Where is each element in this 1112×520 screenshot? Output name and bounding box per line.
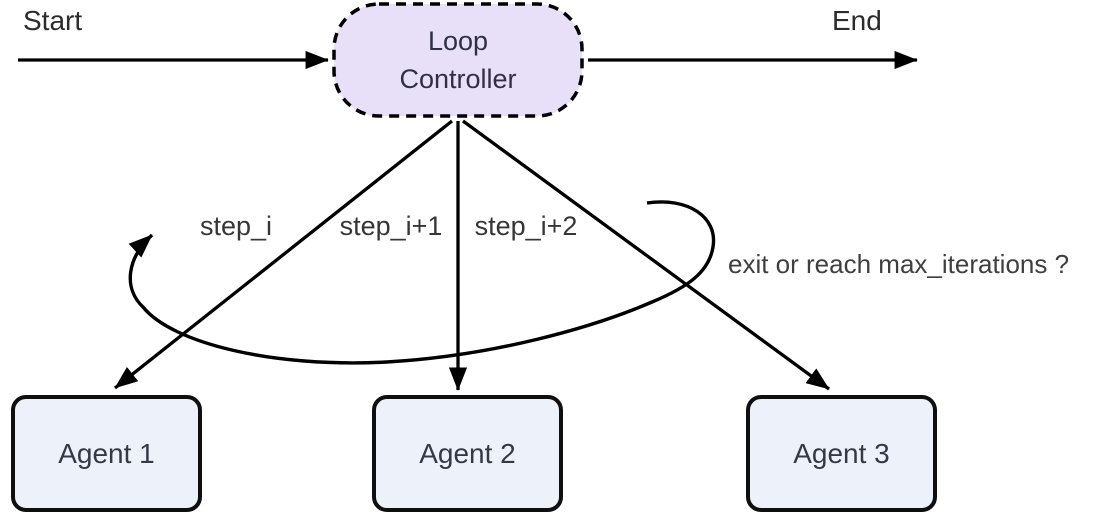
agent-3-box: Agent 3 [746,395,937,512]
end-label: End [832,5,882,36]
edge-label-step-i1: step_i+1 [339,211,443,241]
edge-to-agent3 [462,119,830,391]
edge-label-step-i2: step_i+2 [474,211,578,241]
loop-controller-label-line2: Controller [399,64,517,94]
loop-back-curve [128,200,716,365]
agent-1-box: Agent 1 [11,395,202,512]
agent-3-label: Agent 3 [793,437,890,469]
edge-label-step-i: step_i [199,211,273,241]
loop-controller-label: Loop Controller [334,4,582,116]
start-label: Start [23,5,83,36]
edge-to-agent1 [113,119,454,390]
agent-2-label: Agent 2 [419,437,516,469]
agent-1-label: Agent 1 [58,437,155,469]
loop-controller-label-line1: Loop [427,26,489,56]
loop-condition-label: exit or reach max_iterations ? [728,249,1070,279]
loop-controller-node [332,2,584,118]
agent-2-box: Agent 2 [372,395,563,512]
